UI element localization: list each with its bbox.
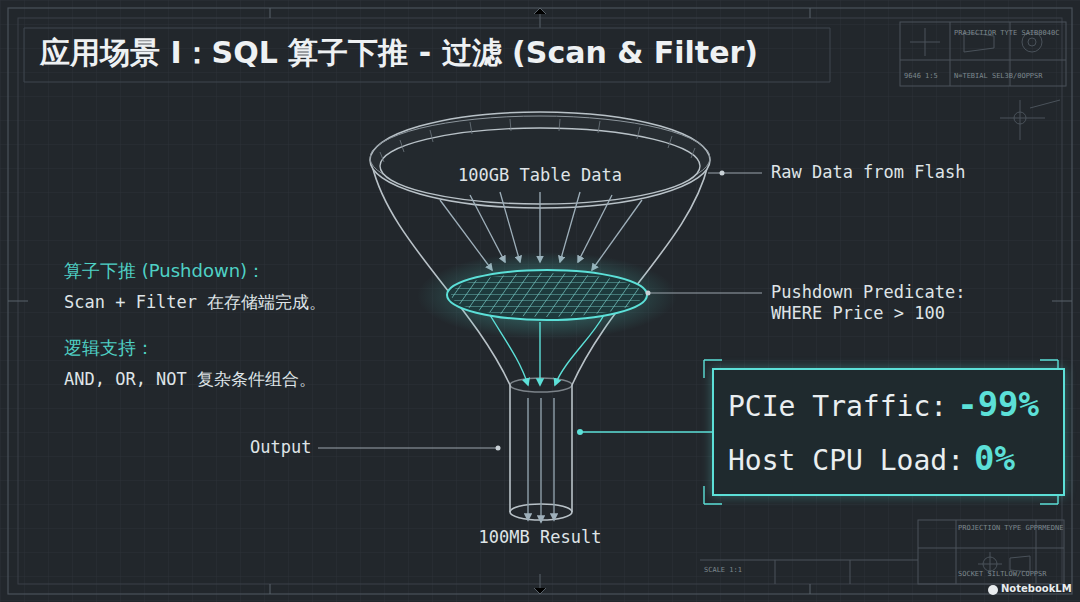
label: 逻辑支持： [64, 337, 154, 360]
label: AND, OR, NOT 复杂条件组合。 [64, 369, 316, 390]
label: NotebookLM [1001, 583, 1072, 596]
label: 100GB Table Data [458, 165, 622, 186]
label: N=TEBIAL SEL3B/0OPPSR [954, 72, 1043, 81]
label: 算子下推 (Pushdown)： [64, 260, 265, 283]
metric-row: Host CPU Load: 0% [728, 438, 1049, 478]
label: Raw Data from Flash [771, 162, 965, 183]
label: Pushdown Predicate: WHERE Price > 100 [771, 282, 976, 325]
label: SOCKET SILTLOW/COPPSR [958, 570, 1047, 579]
metrics-box: PCIe Traffic: -99% Host CPU Load: 0% [712, 368, 1065, 496]
title: 应用场景 I：SQL 算子下推 - 过滤 (Scan & Filter) [40, 34, 758, 72]
metric-name: PCIe Traffic: [728, 390, 947, 423]
label: PRAJECTIOR TYTE SAIB0040C [954, 29, 1059, 38]
label: Scan + Filter 在存储端完成。 [64, 292, 326, 313]
metric-value: 0% [974, 438, 1015, 478]
metric-name: Host CPU Load: [728, 444, 964, 477]
label: Output [250, 437, 311, 458]
metric-row: PCIe Traffic: -99% [728, 384, 1049, 424]
label: SCALE 1:1 [704, 566, 742, 575]
label: 9646 1:5 [904, 72, 938, 81]
label: 100MB Result [479, 527, 602, 548]
label: PROJECTION TYPE GPPRMEDNE [958, 524, 1063, 533]
metric-value: -99% [957, 384, 1039, 424]
